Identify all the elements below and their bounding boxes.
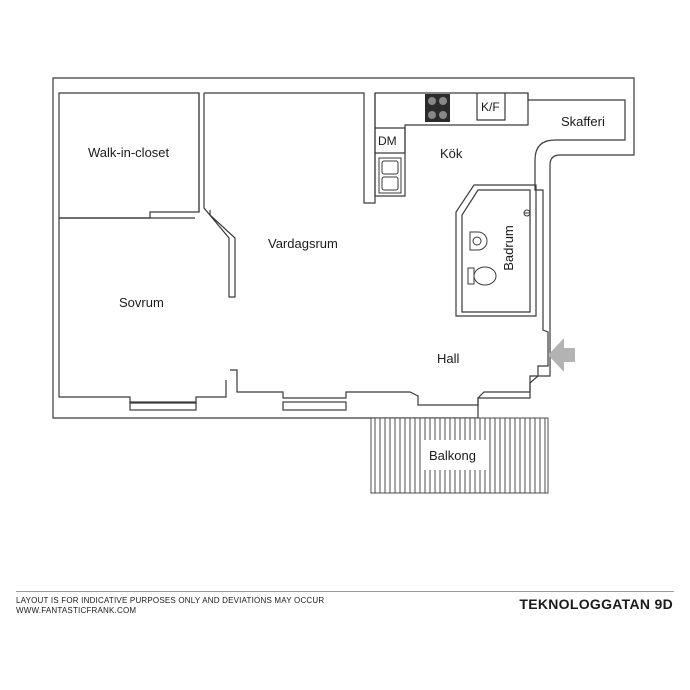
kitchen-sink-icon — [378, 157, 402, 194]
outer-wall — [52, 77, 635, 419]
window-vardagsrum — [282, 401, 347, 411]
dm-box — [375, 127, 406, 154]
room-label-sovrum: Sovrum — [119, 295, 164, 310]
shower-icon — [523, 209, 531, 217]
footer-disclaimer: LAYOUT IS FOR INDICATIVE PURPOSES ONLY A… — [16, 596, 325, 605]
bathroom-inner — [461, 189, 531, 313]
room-label-badrum: Badrum — [500, 225, 516, 271]
fixture-label-dishwasher: DM — [378, 134, 397, 148]
entrance-arrow-icon — [548, 338, 575, 372]
washbasin-icon — [469, 231, 488, 251]
room-label-walk-in-closet: Walk-in-closet — [88, 145, 170, 160]
footer-website: WWW.FANTASTICFRANK.COM — [16, 606, 137, 615]
room-label-balkong: Balkong — [429, 448, 476, 463]
stove-icon — [425, 94, 450, 122]
kitchen-counter — [374, 93, 529, 197]
partition-wall — [203, 93, 236, 298]
kf-box — [476, 93, 506, 121]
toilet-icon — [467, 266, 497, 286]
balcony-deck — [370, 417, 549, 494]
bathroom-wall — [455, 184, 537, 317]
room-label-hall: Hall — [437, 351, 460, 366]
property-address: TEKNOLOGGATAN 9D — [519, 596, 673, 612]
living-wall — [204, 92, 626, 406]
window-sovrum — [129, 401, 197, 411]
room-label-vardagsrum: Vardagsrum — [268, 236, 338, 251]
sovrum-outline — [58, 218, 227, 404]
fixture-label-fridge-freezer: K/F — [481, 100, 500, 114]
room-label-kok: Kök — [440, 146, 463, 161]
room-label-skafferi: Skafferi — [561, 114, 605, 129]
footer-divider — [16, 591, 674, 592]
